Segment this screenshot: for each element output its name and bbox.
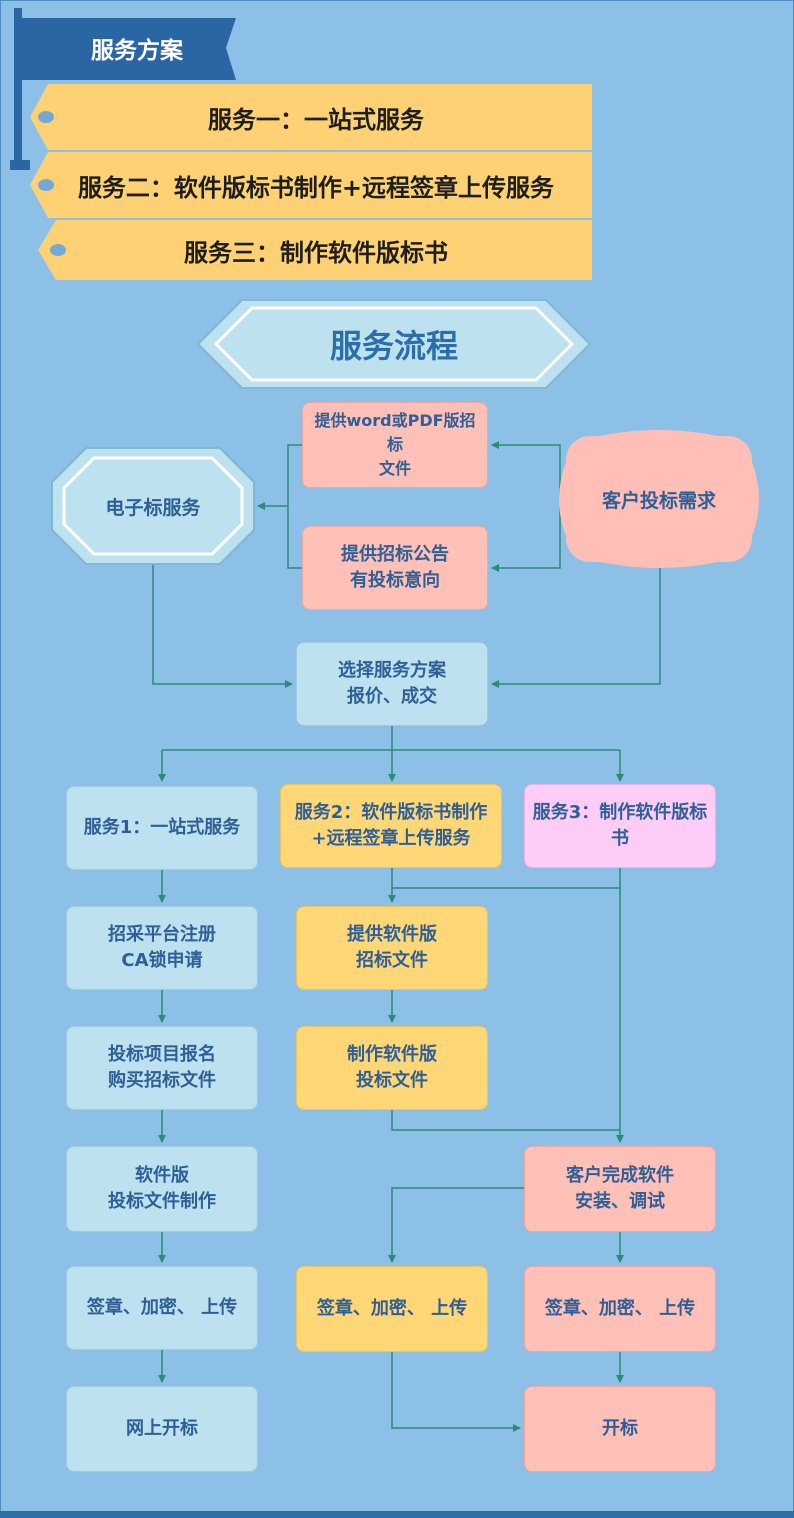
service2-step-1-line-2: 招标文件 [356,950,428,971]
service2-step-3: 签章、加密、 上传 [296,1266,488,1352]
flag-pole [14,8,22,170]
service3-step-1: 客户完成软件 安装、调试 [524,1146,716,1232]
service2-step-2-line-1: 制作软件版 [347,1044,437,1065]
service3-step-1-line-1: 客户完成软件 [566,1165,674,1186]
select-plan-line-2: 报价、成交 [347,686,437,707]
provide-bid-file-box: 提供word或PDF版招标 文件 [302,402,488,488]
e-bid-octagon-shape [51,447,255,565]
connector-ebid-to-select [152,565,293,688]
provide-notice-line-2: 有投标意向 [350,570,440,591]
service2-step-2-line-2: 投标文件 [356,1070,428,1091]
tag-shape-1 [30,84,592,150]
provide-bid-file-line-2: 文件 [378,459,411,478]
provide-notice-line-1: 提供招标公告 [341,544,449,565]
select-plan-box: 选择服务方案 报价、成交 [296,642,488,726]
service-tag-2: 服务二：软件版标书制作+远程签章上传服务 [77,173,555,202]
service2-header-line-1: 服务2：软件版标书制作 [294,802,488,823]
connector-need-to-notice [491,500,561,572]
bottom-bar [0,1511,794,1518]
flow-title: 服务流程 [329,327,458,365]
service1-step-2-line-2: 购买招标文件 [108,1070,216,1091]
service2-step-2: 制作软件版 投标文件 [296,1026,488,1110]
service1-step-4: 签章、加密、 上传 [66,1266,258,1350]
service3-header: 服务3：制作软件版标 书 [524,784,716,868]
flag-title: 服务方案 [91,38,183,64]
service3-step-3: 开标 [524,1386,716,1472]
service1-step-1: 招采平台注册 CA锁申请 [66,906,258,990]
service2-header: 服务2：软件版标书制作 +远程签章上传服务 [280,784,502,868]
service-tag-3: 服务三：制作软件版标书 [184,238,448,267]
service1-step-2: 投标项目报名 购买招标文件 [66,1026,258,1110]
select-plan-line-1: 选择服务方案 [338,660,446,681]
service1-step-2-line-1: 投标项目报名 [108,1044,216,1065]
service-tag-1: 服务一：一站式服务 [208,105,424,134]
service1-step-3: 软件版 投标文件制作 [66,1146,258,1232]
tag-shape-2 [30,152,592,218]
e-bid-service: 电子标服务 [105,496,201,519]
connector-file-to-ebid [257,444,302,510]
provide-notice-box: 提供招标公告 有投标意向 [302,526,488,610]
flag-shape [22,18,236,80]
flow-banner-shape [196,299,592,389]
service2-header-line-2: +远程签章上传服务 [311,828,471,849]
service3-header-line-1: 服务3：制作软件版标 [532,802,708,823]
service1-step-3-line-2: 投标文件制作 [108,1191,216,1212]
service1-header: 服务1：一站式服务 [66,786,258,870]
service3-step-1-line-2: 安装、调试 [575,1191,665,1212]
service1-step-1-line-2: CA锁申请 [121,950,203,971]
connector-need-to-select [491,562,661,688]
service3-header-line-2: 书 [611,828,629,849]
service2-step-1-line-1: 提供软件版 [347,924,437,945]
service3-step-2: 签章、加密、 上传 [524,1266,716,1352]
service1-step-1-line-1: 招采平台注册 [108,924,216,945]
customer-need: 客户投标需求 [601,489,716,512]
provide-bid-file-line-1: 提供word或PDF版招标 [314,411,476,454]
connector-notice-to-ebid [287,506,302,569]
service1-step-3-line-1: 软件版 [135,1165,189,1186]
flag-pole-base [10,160,30,170]
tag-shape-3 [38,220,592,280]
service1-step-5: 网上开标 [66,1386,258,1472]
customer-need-shape [566,436,752,562]
service2-step-1: 提供软件版 招标文件 [296,906,488,990]
